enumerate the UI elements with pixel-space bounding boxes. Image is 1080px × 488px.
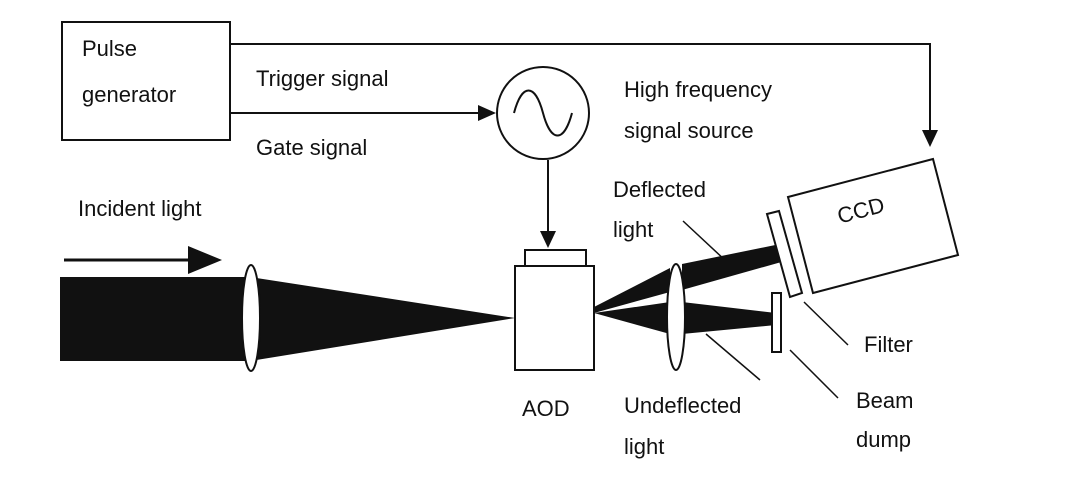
deflected-light-label-line2: light [613,217,654,242]
undeflected-leader [705,333,761,381]
beam-dump-label-line2: dump [856,427,912,452]
beam-dump [771,292,782,353]
gate-signal-label: Gate signal [256,135,368,160]
hf-to-aod-arrowhead [540,231,556,248]
pulse-to-ccd-line [230,43,931,132]
hf-source-label-line1: High frequency [624,77,772,102]
filter-plate [765,209,804,299]
trigger-gate-arrowhead [478,105,496,121]
beam-dump-leader [789,349,839,399]
trigger-signal-label: Trigger signal [256,66,389,91]
pulse-generator-label-line2: generator [82,82,177,107]
aod-transducer [524,249,587,267]
undeflected-beam-converging [682,302,776,334]
incident-arrowhead [188,246,222,274]
incident-light-label: Incident light [78,196,202,221]
undeflected-light-label-line1: Undeflected [624,393,742,418]
output-lens [666,263,686,371]
undeflected-beam-diverging [594,302,670,334]
aod-crystal [514,265,595,371]
deflected-beam-converging [682,243,792,290]
beam-dump-label-line1: Beam [856,388,914,413]
input-lens [241,264,261,372]
deflected-leader [682,220,728,263]
pulse-generator-label-line1: Pulse [82,36,138,61]
deflected-beam-diverging [594,268,670,313]
undeflected-light-label-line2: light [624,434,665,459]
filter-leader [803,301,849,346]
deflected-light-label-line1: Deflected [613,177,706,202]
ccd-camera [786,157,960,295]
incident-beam [60,277,250,361]
pulse-to-ccd-arrowhead [922,130,938,147]
aod-label: AOD [522,396,570,421]
pulse-generator-box [61,21,231,141]
sine-wave-icon [513,89,573,137]
focused-beam [250,277,515,361]
filter-label: Filter [864,332,913,357]
hf-source-label-line2: signal source [624,118,754,143]
